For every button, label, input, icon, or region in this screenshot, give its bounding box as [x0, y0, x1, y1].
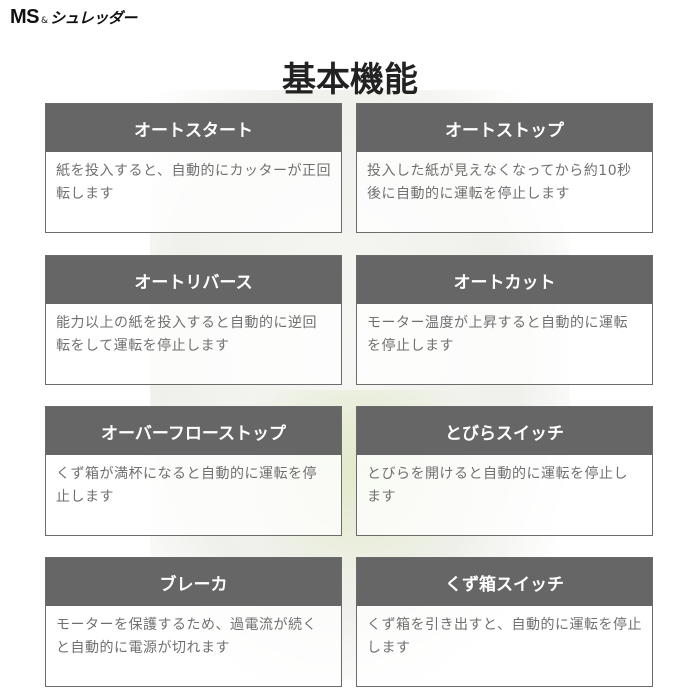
feature-card-auto-reverse: オートリバース 能力以上の紙を投入すると自動的に逆回転をして運転を停止します [45, 255, 342, 385]
feature-title: オーバーフローストップ [46, 407, 341, 455]
feature-title: オートストップ [357, 104, 652, 152]
feature-description: くず箱を引き出すと、自動的に運転を停止します [367, 617, 642, 656]
feature-title: とびらスイッチ [357, 407, 652, 455]
logo-shredder-text: シュレッダー [50, 9, 137, 27]
feature-description: 投入した紙が見えなくなってから約10秒後に自動的に運転を停止します [367, 163, 632, 202]
feature-card-auto-cut: オートカット モーター温度が上昇すると自動的に運転を停止します [356, 255, 653, 385]
feature-card-auto-start: オートスタート 紙を投入すると、自動的にカッターが正回転します [45, 103, 342, 233]
feature-title: オートリバース [46, 256, 341, 304]
feature-description: くず箱が満杯になると自動的に運転を停止します [56, 466, 317, 505]
feature-description: 紙を投入すると、自動的にカッターが正回転します [56, 163, 331, 202]
feature-title: くず箱スイッチ [357, 558, 652, 606]
page-title: 基本機能 [282, 60, 418, 100]
feature-card-door-switch: とびらスイッチ とびらを開けると自動的に運転を停止します [356, 406, 653, 536]
feature-description: モーターを保護するため、過電流が続くと自動的に電源が切れます [56, 617, 317, 656]
feature-title: オートスタート [46, 104, 341, 152]
feature-card-overflow-stop: オーバーフローストップ くず箱が満杯になると自動的に運転を停止します [45, 406, 342, 536]
feature-description: モーター温度が上昇すると自動的に運転を停止します [367, 315, 628, 354]
feature-card-breaker: ブレーカ モーターを保護するため、過電流が続くと自動的に電源が切れます [45, 557, 342, 687]
feature-card-waste-bin-switch: くず箱スイッチ くず箱を引き出すと、自動的に運転を停止します [356, 557, 653, 687]
feature-title: オートカット [357, 256, 652, 304]
feature-description: とびらを開けると自動的に運転を停止します [367, 466, 628, 505]
logo-ampersand: & [41, 16, 49, 26]
feature-card-auto-stop: オートストップ 投入した紙が見えなくなってから約10秒後に自動的に運転を停止しま… [356, 103, 653, 233]
brand-logo: MS & シュレッダー [10, 6, 137, 29]
logo-ms: MS [10, 6, 40, 28]
feature-title: ブレーカ [46, 558, 341, 606]
feature-description: 能力以上の紙を投入すると自動的に逆回転をして運転を停止します [56, 315, 317, 354]
